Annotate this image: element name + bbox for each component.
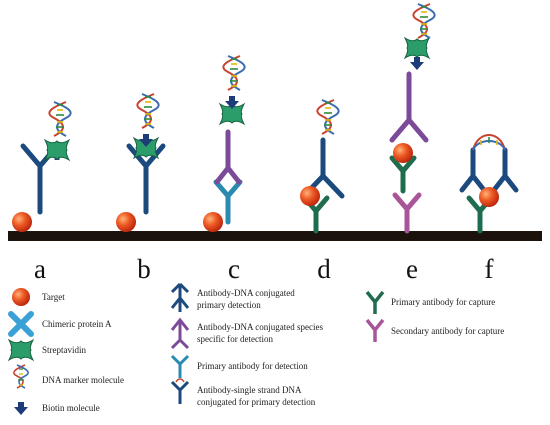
panel-label-e: e	[406, 254, 418, 284]
legend-ab-dna-species-label: Antibody-DNA conjugated species specific…	[197, 321, 323, 345]
target-ball	[393, 143, 413, 163]
dna-marker-icon	[316, 99, 340, 135]
panel-f-assay	[459, 134, 519, 231]
legend-primary-capture-icon	[365, 290, 385, 314]
legend-biotin-label: Biotin molecule	[42, 403, 100, 413]
dna-marker-icon	[48, 101, 72, 137]
species-antibody	[389, 71, 429, 143]
target-ball	[12, 212, 32, 232]
panel-label-c: c	[228, 254, 240, 284]
legend-primary-detection-icon	[170, 354, 190, 378]
panel-b-assay	[116, 93, 163, 232]
target-ball	[203, 212, 223, 232]
legend-ab-ssdna-icon	[170, 380, 190, 404]
legend-ab-dna-species-line2: specific for detection	[197, 334, 273, 344]
dna-marker-icon	[136, 93, 160, 129]
legend-streptavidin-icon	[8, 339, 34, 361]
target-ball	[300, 186, 320, 206]
legend-ab-dna-species-icon	[170, 317, 190, 350]
target-ball	[479, 187, 499, 207]
legend-target-icon	[12, 288, 30, 306]
legend-ab-dna-species-line1: Antibody-DNA conjugated species	[197, 322, 323, 332]
legend-ab-dna-primary-line2: primary detection	[197, 300, 261, 310]
legend-ab-dna-primary-line1: Antibody-DNA conjugated	[197, 288, 295, 298]
legend-primary-capture-label: Primary antibody for capture	[391, 297, 496, 307]
antibody-ssdna-right	[491, 147, 519, 193]
legend-primary-detection-label: Primary antibody for detection	[197, 361, 308, 371]
legend-secondary-capture-icon	[365, 318, 385, 342]
target-ball	[116, 212, 136, 232]
panel-a-assay	[12, 101, 72, 232]
legend-biotin-icon	[14, 402, 28, 415]
surface-bar	[8, 231, 542, 241]
legend-chimeric-label: Chimeric protein A	[42, 319, 112, 329]
streptavidin-icon	[404, 37, 430, 59]
legend-target-label: Target	[42, 292, 65, 302]
panel-e-assay	[389, 3, 436, 231]
panel-label-f: f	[484, 254, 494, 284]
panel-d-assay	[300, 99, 345, 231]
antibody-ssdna-left	[459, 147, 487, 193]
species-antibody	[214, 129, 242, 185]
panel-c-assay	[203, 55, 246, 232]
biotin-icon	[410, 57, 424, 70]
dna-marker-icon	[222, 55, 246, 91]
legend-ab-ssdna-label: Antibody-single strand DNA conjugated fo…	[197, 384, 315, 408]
legend-chimeric-icon	[8, 311, 34, 337]
panel-label-b: b	[137, 254, 151, 284]
legend-dna-icon	[13, 364, 29, 389]
legend-ab-ssdna-line2: conjugated for primary detection	[197, 397, 316, 407]
legend-secondary-capture-label: Secondary antibody for capture	[391, 326, 505, 336]
secondary-capture-antibody	[395, 195, 419, 231]
legend-streptavidin-label: Streptavidin	[42, 345, 86, 355]
legend-ab-dna-primary-label: Antibody-DNA conjugated primary detectio…	[197, 287, 295, 311]
legend-ab-ssdna-line1: Antibody-single strand DNA	[197, 385, 302, 395]
panel-label-a: a	[34, 254, 46, 284]
dna-marker-icon	[412, 3, 436, 39]
streptavidin-icon	[44, 139, 70, 161]
panel-label-d: d	[317, 254, 331, 284]
legend-dna-label: DNA marker molecule	[42, 375, 124, 385]
